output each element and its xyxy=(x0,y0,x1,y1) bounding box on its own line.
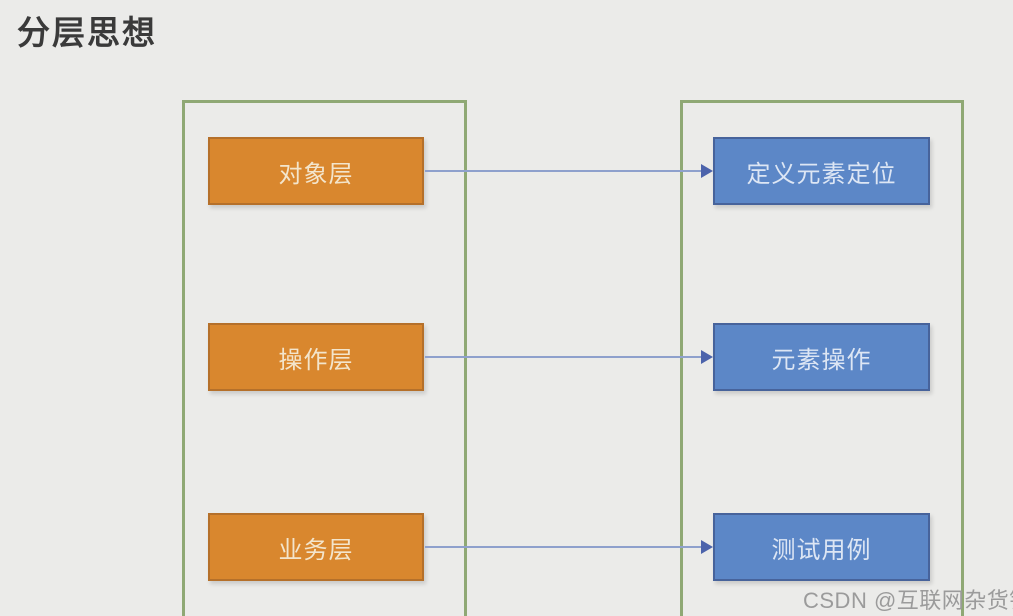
node-object-layer: 对象层 xyxy=(208,137,424,205)
connector-line-row3 xyxy=(425,546,703,548)
page-title: 分层思想 xyxy=(17,14,157,51)
csdn-watermark: CSDN @互联网杂货铺 xyxy=(803,588,1013,613)
arrowhead-icon xyxy=(701,350,713,364)
connector-line-row2 xyxy=(425,356,703,358)
node-element-operation: 元素操作 xyxy=(713,323,930,391)
arrowhead-icon xyxy=(701,164,713,178)
right-layer-group-container xyxy=(680,100,964,616)
arrowhead-icon xyxy=(701,540,713,554)
node-test-case: 测试用例 xyxy=(713,513,930,581)
left-layer-group-container xyxy=(182,100,467,616)
node-business-layer: 业务层 xyxy=(208,513,424,581)
node-define-element-locator: 定义元素定位 xyxy=(713,137,930,205)
node-operation-layer: 操作层 xyxy=(208,323,424,391)
connector-line-row1 xyxy=(425,170,703,172)
